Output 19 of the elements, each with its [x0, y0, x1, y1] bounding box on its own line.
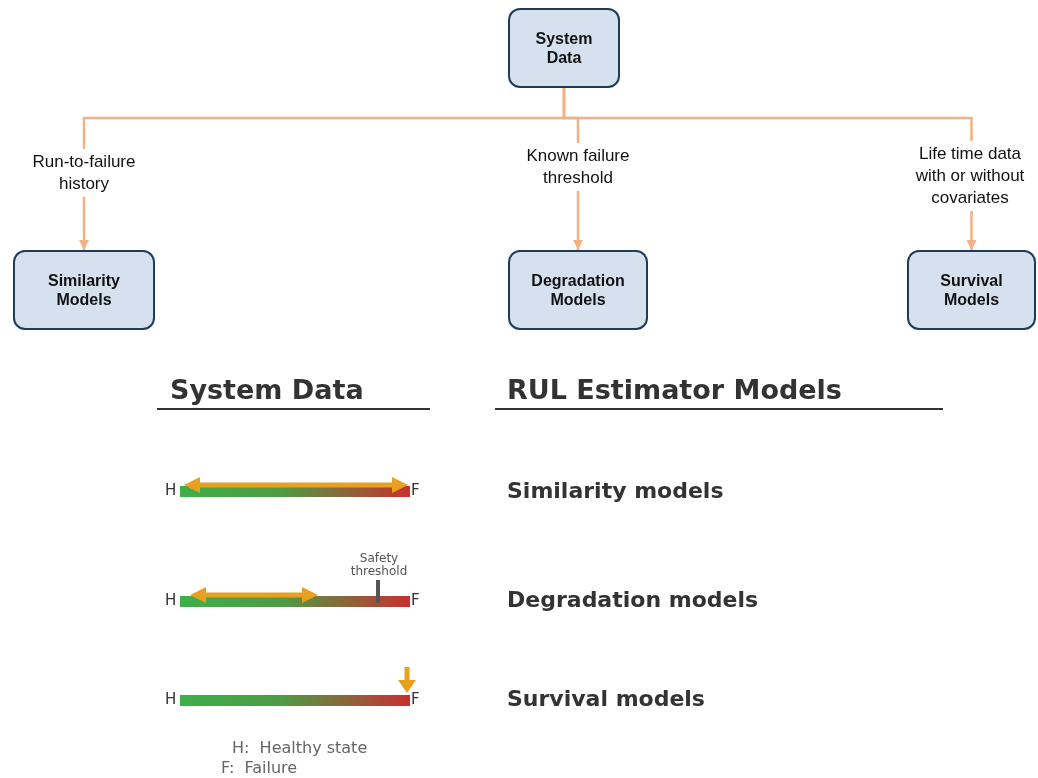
model-name: Similarity models — [507, 480, 724, 502]
process-box: Similarity Models — [13, 250, 155, 330]
state-letter: F — [411, 692, 420, 707]
model-name: Degradation models — [507, 589, 759, 611]
threshold-label: Safety threshold — [349, 552, 409, 579]
key-note: F: Failure — [221, 760, 298, 776]
connector-arrow — [562, 88, 977, 250]
state-letter: H — [165, 692, 177, 707]
state-letter: F — [411, 483, 420, 498]
process-box: Degradation Models — [508, 250, 648, 330]
process-box: System Data — [508, 8, 620, 88]
state-letter: H — [165, 593, 177, 608]
section-heading: System Data — [170, 376, 364, 403]
key-note: H: Healthy state — [232, 740, 368, 756]
state-letter: F — [411, 593, 420, 608]
process-box: Survival Models — [907, 250, 1036, 330]
model-name: Survival models — [507, 688, 705, 710]
state-letter: H — [165, 483, 177, 498]
section-heading: RUL Estimator Models — [507, 376, 842, 403]
